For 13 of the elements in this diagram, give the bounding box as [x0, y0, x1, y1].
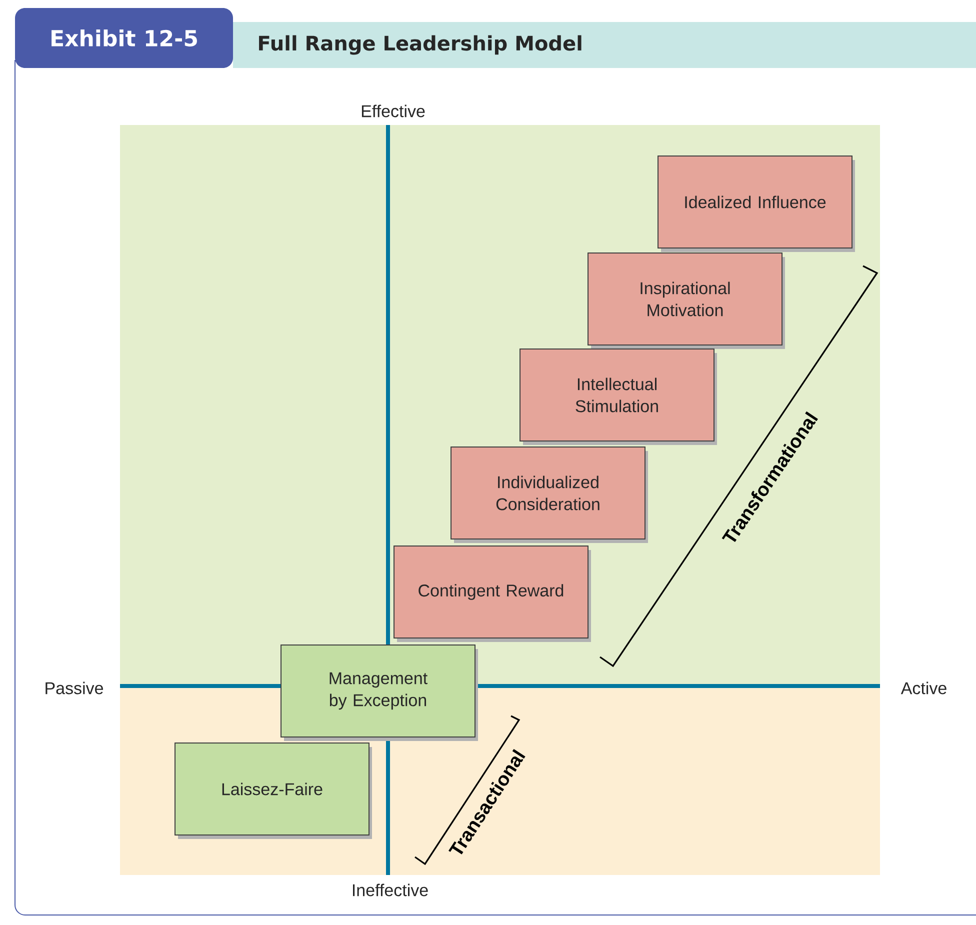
exhibit-number: Exhibit 12-5: [52, 29, 197, 46]
concept-box: Individualized Consideration: [450, 446, 646, 540]
concept-box: Management by Exception: [280, 644, 476, 738]
concept-box: Contingent Reward: [394, 546, 588, 638]
axis-label: Passive: [46, 682, 104, 694]
title: Full Range Leadership Model: [259, 35, 582, 55]
concept-box: Intellectual Stimulation: [520, 348, 714, 442]
concept-box: Idealized Influence: [658, 156, 852, 248]
axis-label: Ineffective: [352, 884, 428, 896]
axis-label: Active: [900, 682, 946, 694]
axis-label: Effective: [362, 104, 425, 118]
concept-box: Inspirational Motivation: [588, 252, 782, 346]
concept-box: Laissez-Faire: [174, 742, 370, 836]
